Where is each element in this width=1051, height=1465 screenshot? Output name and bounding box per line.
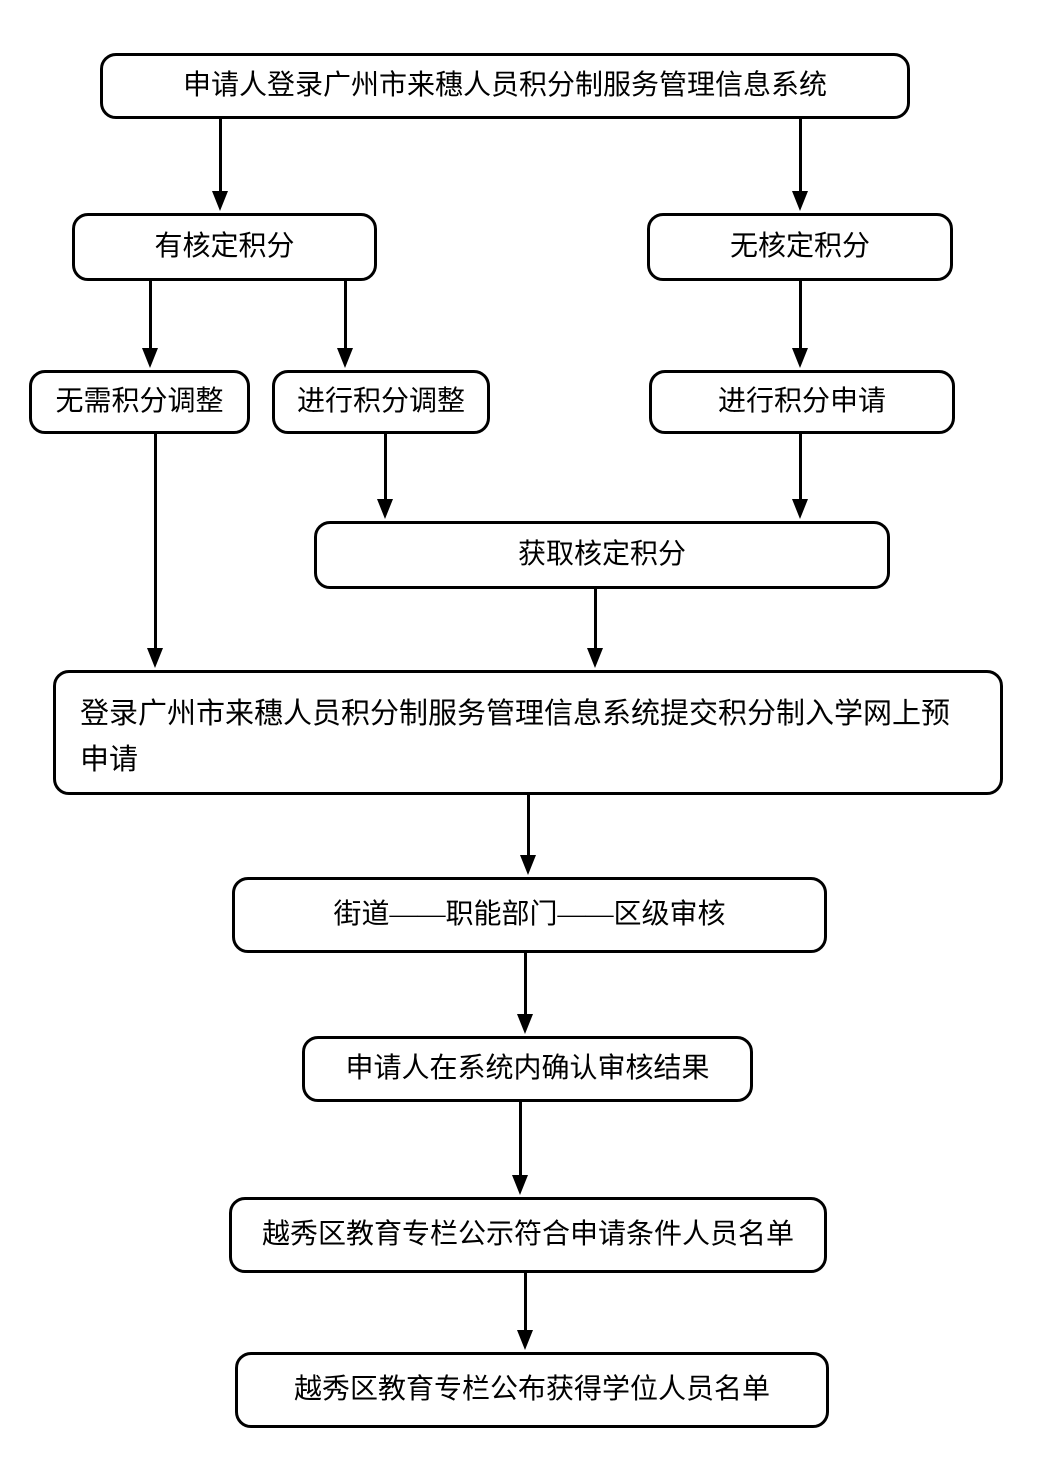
- arrow-down-head-icon: [517, 1014, 533, 1034]
- flow-arrow-login-to-no-points: [790, 119, 810, 211]
- flow-node-label-street-dept-district-review: 街道——职能部门——区级审核: [333, 899, 726, 931]
- arrow-line: [593, 589, 597, 648]
- flow-node-do-points-adjustment: 进行积分调整: [272, 370, 490, 434]
- arrow-down-head-icon: [512, 1175, 528, 1195]
- flow-node-label-publicize-qualified-list: 越秀区教育专栏公示符合申请条件人员名单: [261, 1219, 794, 1251]
- flow-arrow-review-to-confirm: [515, 953, 535, 1034]
- flow-node-label-obtain-verified-points: 获取核定积分: [517, 539, 686, 571]
- flow-node-label-publish-admitted-list: 越秀区教育专栏公布获得学位人员名单: [293, 1374, 770, 1406]
- flow-node-label-no-points-adjustment: 无需积分调整: [55, 386, 224, 418]
- flow-arrow-has-points-to-do-adjust: [335, 281, 355, 368]
- flow-arrow-has-points-to-no-adjust: [140, 281, 160, 368]
- flow-arrow-do-adjust-to-obtain: [375, 434, 395, 519]
- arrow-line: [153, 434, 157, 648]
- arrow-down-head-icon: [520, 855, 536, 875]
- flow-node-obtain-verified-points: 获取核定积分: [314, 521, 890, 589]
- arrow-down-head-icon: [212, 191, 228, 211]
- flow-node-no-verified-points: 无核定积分: [647, 213, 953, 281]
- flow-node-submit-preapplication: 登录广州市来穗人员积分制服务管理信息系统提交积分制入学网上预申请: [53, 670, 1003, 795]
- flow-node-publish-admitted-list: 越秀区教育专栏公布获得学位人员名单: [235, 1352, 829, 1428]
- arrow-line: [518, 1102, 522, 1175]
- arrow-line: [523, 953, 527, 1014]
- flow-node-no-points-adjustment: 无需积分调整: [29, 370, 250, 434]
- flow-node-label-do-points-application: 进行积分申请: [717, 386, 886, 418]
- arrow-down-head-icon: [792, 499, 808, 519]
- flow-arrow-no-points-to-apply: [790, 281, 810, 368]
- flow-node-street-dept-district-review: 街道——职能部门——区级审核: [232, 877, 827, 953]
- arrow-line: [148, 281, 152, 348]
- arrow-line: [523, 1273, 527, 1330]
- flow-node-label-has-verified-points: 有核定积分: [154, 231, 295, 263]
- flow-arrow-confirm-to-publicize: [510, 1102, 530, 1195]
- flow-arrow-obtain-to-preapply: [585, 589, 605, 668]
- flow-node-label-submit-preapplication: 登录广州市来穗人员积分制服务管理信息系统提交积分制入学网上预申请: [80, 698, 951, 776]
- arrow-line: [218, 119, 222, 191]
- flow-arrow-login-to-has-points: [210, 119, 230, 211]
- arrow-down-head-icon: [587, 648, 603, 668]
- arrow-down-head-icon: [142, 348, 158, 368]
- arrow-down-head-icon: [377, 499, 393, 519]
- arrow-line: [798, 434, 802, 499]
- flow-arrow-preapply-to-review: [518, 795, 538, 875]
- arrow-down-head-icon: [517, 1330, 533, 1350]
- flow-node-label-no-verified-points: 无核定积分: [729, 231, 870, 263]
- flow-node-login-system: 申请人登录广州市来穗人员积分制服务管理信息系统: [100, 53, 910, 119]
- arrow-line: [798, 119, 802, 191]
- flow-node-has-verified-points: 有核定积分: [72, 213, 377, 281]
- flow-arrow-apply-to-obtain: [790, 434, 810, 519]
- flow-node-do-points-application: 进行积分申请: [649, 370, 955, 434]
- flow-node-label-do-points-adjustment: 进行积分调整: [296, 386, 465, 418]
- arrow-down-head-icon: [792, 348, 808, 368]
- flow-arrow-publicize-to-publish: [515, 1273, 535, 1350]
- arrow-line: [526, 795, 530, 855]
- arrow-down-head-icon: [792, 191, 808, 211]
- flow-arrow-no-adjust-to-preapply: [145, 434, 165, 668]
- flow-node-confirm-review-result: 申请人在系统内确认审核结果: [302, 1036, 753, 1102]
- arrow-down-head-icon: [337, 348, 353, 368]
- arrow-down-head-icon: [147, 648, 163, 668]
- arrow-line: [383, 434, 387, 499]
- arrow-line: [798, 281, 802, 348]
- arrow-line: [343, 281, 347, 348]
- flow-node-label-confirm-review-result: 申请人在系统内确认审核结果: [345, 1053, 710, 1085]
- flow-node-label-login-system: 申请人登录广州市来穗人员积分制服务管理信息系统: [182, 70, 827, 102]
- flow-node-publicize-qualified-list: 越秀区教育专栏公示符合申请条件人员名单: [229, 1197, 827, 1273]
